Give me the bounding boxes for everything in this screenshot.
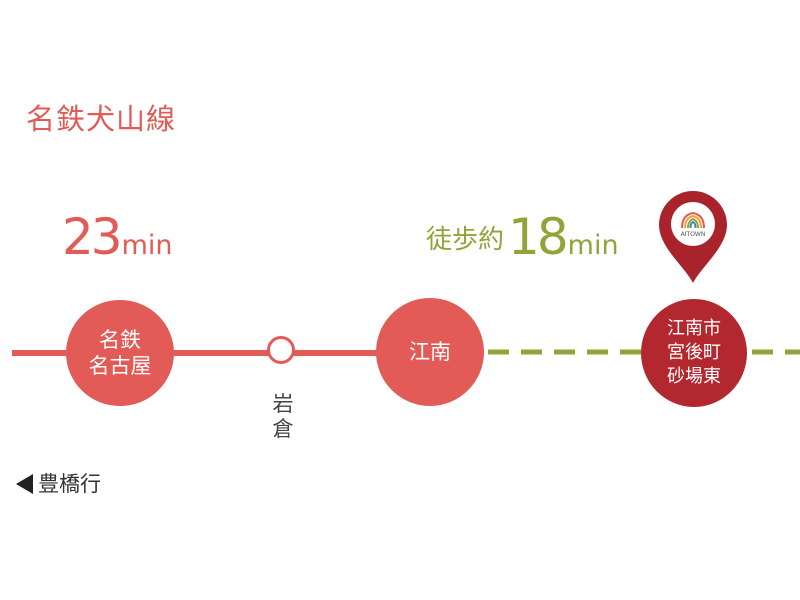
direction-label: 豊橋行 [38,472,101,496]
station-label-meitetsu-nagoya: 名鉄 名古屋 [88,327,152,378]
map-pin-icon: AITOWN [659,191,727,283]
direction-indicator: 豊橋行 [16,468,101,498]
walk-time-prefix: 徒歩約 [426,225,505,255]
logo-text: AITOWN [681,231,706,238]
train-time-unit: min [121,230,173,261]
train-time: 23min [62,212,173,262]
train-time-value: 23 [62,208,123,266]
walk-time: 徒歩約18min [426,212,619,262]
walking-route [488,349,800,355]
station-iwakura-marker [267,336,295,364]
station-meitetsu-nagoya: 名鉄 名古屋 [66,300,174,406]
rail-segment-left [12,350,72,356]
triangle-left-icon [16,474,33,494]
destination-marker: 江南市 宮後町 砂場東 [641,299,747,407]
station-label-konan: 江南 [409,339,451,364]
station-konan: 江南 [376,298,484,406]
walk-time-value: 18 [508,208,569,266]
destination-label: 江南市 宮後町 砂場東 [667,318,721,387]
walk-time-unit: min [567,230,619,261]
aitown-logo-icon: AITOWN [681,211,706,238]
line-title: 名鉄犬山線 [26,102,177,136]
station-label-iwakura: 岩倉 [272,392,294,442]
